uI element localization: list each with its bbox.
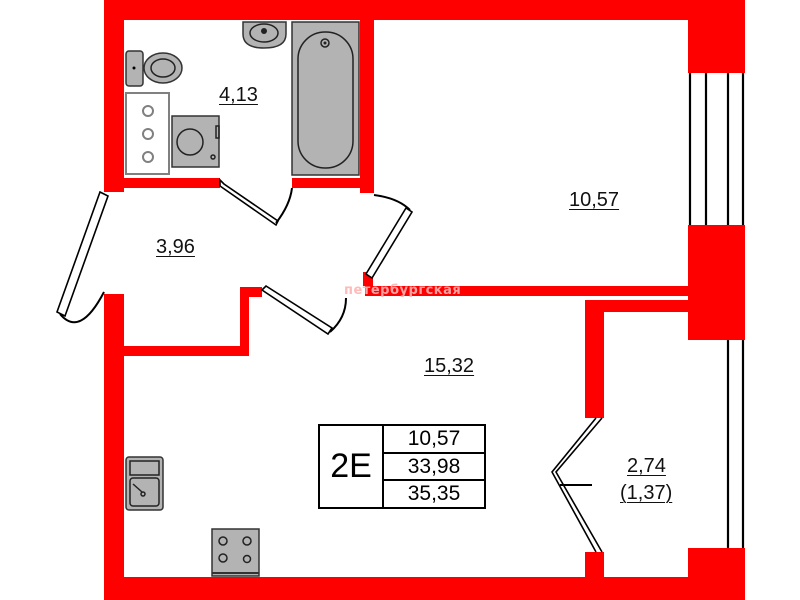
sink-icon — [242, 21, 287, 49]
washing-machine-icon — [171, 115, 220, 168]
bathtub-icon — [291, 21, 360, 176]
hallway-area-label: 3,96 — [156, 236, 195, 258]
bedroom-area-label: 10,57 — [569, 189, 620, 211]
bathroom-door — [219, 178, 293, 227]
total-area-with-balcony-value: 35,35 — [407, 482, 461, 506]
living-area-value: 10,57 — [384, 426, 484, 454]
apartment-legend: 2E 10,57 33,98 35,35 — [318, 424, 486, 509]
walls — [104, 0, 745, 600]
watermark: петербургская — [344, 283, 462, 298]
window-bedroom — [688, 73, 745, 225]
bathroom-area-label: 4,13 — [219, 84, 258, 106]
total-area-value: 33,98 — [384, 454, 484, 482]
stove-icon — [211, 528, 260, 577]
balcony-reduced-area-label: (1,37) — [620, 482, 673, 504]
apartment-type: 2E — [320, 426, 384, 507]
bedroom-door — [364, 194, 414, 280]
kitchen-door — [260, 284, 347, 336]
balcony-area-label: 2,74 — [627, 455, 666, 477]
boiler-icon — [125, 92, 170, 175]
window-balcony — [726, 340, 745, 548]
entrance-door — [56, 190, 109, 324]
toilet-icon — [125, 50, 183, 87]
balcony-door — [551, 417, 603, 553]
kitchen-sink-icon — [125, 456, 164, 511]
living-kitchen-area-label: 15,32 — [424, 355, 475, 377]
